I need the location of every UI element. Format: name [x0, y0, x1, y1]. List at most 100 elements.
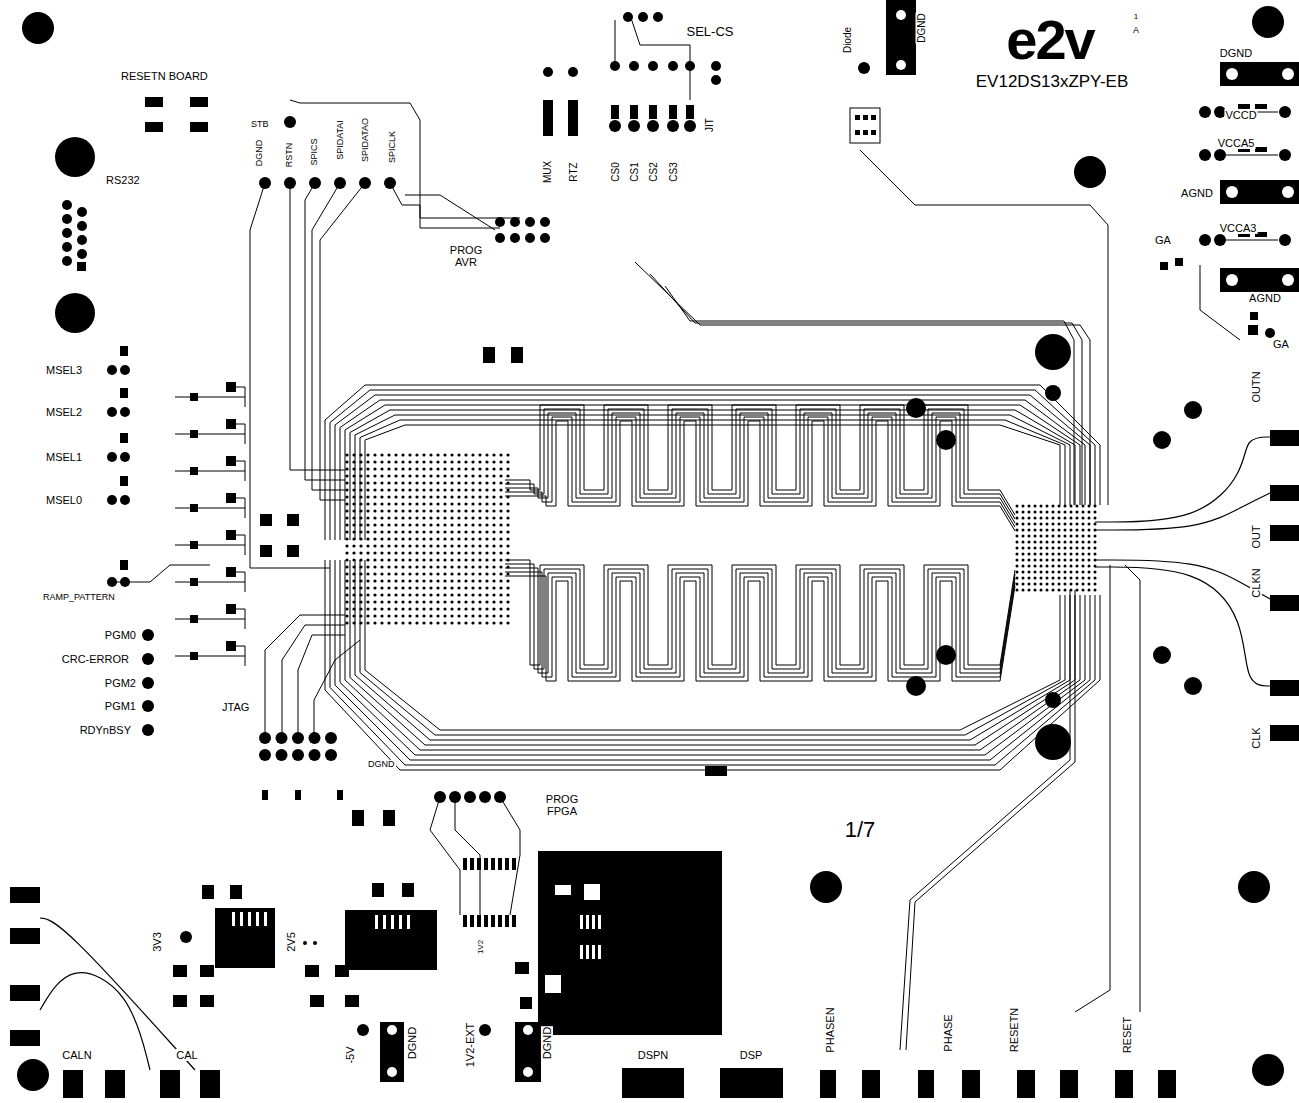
bga-ball [499, 495, 502, 498]
bga-ball [366, 614, 369, 617]
test-point [303, 941, 307, 945]
jumper [568, 100, 578, 136]
silkscreen-label: MSEL2 [45, 406, 83, 418]
bga-ball [1076, 577, 1079, 580]
silkscreen-label: GA [1272, 338, 1290, 350]
bga-ball [506, 481, 509, 484]
bga-ball [1088, 517, 1091, 520]
rail-pin [1279, 149, 1291, 161]
reset-pad [190, 122, 208, 132]
bga-ball [1040, 529, 1043, 532]
avr-pin [495, 233, 505, 243]
bga-ball [506, 488, 509, 491]
bga-ball [457, 467, 460, 470]
bga-ball [1076, 511, 1079, 514]
bga-ball [450, 558, 453, 561]
spi-trace [405, 195, 495, 230]
bga-ball [506, 537, 509, 540]
bga-ball [1028, 577, 1031, 580]
bga-ball [401, 495, 404, 498]
connector-pin [505, 858, 509, 870]
smd-pad [262, 790, 268, 800]
silkscreen-label: CRC-ERROR [61, 653, 130, 665]
bga-ball [450, 586, 453, 589]
bga-ball [443, 495, 446, 498]
module-pin [586, 915, 589, 929]
smd-pad [120, 476, 128, 486]
bga-ball [429, 516, 432, 519]
component-hole [1226, 274, 1238, 286]
bga-ball [450, 614, 453, 617]
bga-ball [450, 621, 453, 624]
bga-ball [422, 502, 425, 505]
regulator [345, 910, 437, 970]
bga-ball [499, 579, 502, 582]
bga-ball [485, 600, 488, 603]
bga-ball [1088, 505, 1091, 508]
bga-ball [450, 537, 453, 540]
silkscreen-label: 1V2-EXT [464, 1022, 476, 1069]
bga-ball [457, 558, 460, 561]
bga-ball [387, 467, 390, 470]
bga-ball [415, 572, 418, 575]
bga-ball [478, 558, 481, 561]
bga-ball [1034, 589, 1037, 592]
pad-trace [236, 646, 245, 666]
bga-ball [485, 551, 488, 554]
bga-ball [1040, 577, 1043, 580]
bga-ball [1034, 517, 1037, 520]
bga-ball [422, 551, 425, 554]
silkscreen-label: RESET [1121, 1016, 1133, 1055]
rail-pin [1214, 234, 1226, 246]
bga-ball [1022, 559, 1025, 562]
test-point [142, 677, 154, 689]
silkscreen-label: CAL [175, 1049, 198, 1061]
bga-ball [387, 579, 390, 582]
bga-ball [464, 586, 467, 589]
bga-ball [1070, 589, 1073, 592]
regulator-pin [264, 912, 267, 926]
bga-ball [1028, 517, 1031, 520]
bga-ball [471, 558, 474, 561]
bga-ball [1058, 541, 1061, 544]
silkscreen-label: CS2 [648, 161, 659, 182]
bga-ball [1088, 529, 1091, 532]
bga-ball [464, 467, 467, 470]
smd-pad [260, 514, 272, 526]
via [1153, 431, 1171, 449]
bga-ball [352, 565, 355, 568]
bga-ball [1058, 547, 1061, 550]
bga-ball [359, 600, 362, 603]
bga-ball [1082, 583, 1085, 586]
bga-ball [499, 530, 502, 533]
bga-ball [380, 481, 383, 484]
component-hole [523, 1025, 533, 1035]
bga-ball [1082, 589, 1085, 592]
sel-pin [667, 120, 679, 132]
bga-ball [457, 614, 460, 617]
module-pad [545, 975, 561, 993]
sma-pad [820, 1070, 836, 1098]
bga-ball [457, 509, 460, 512]
avr-pin [525, 233, 535, 243]
silkscreen-label: -5V [344, 1045, 356, 1064]
via [1184, 401, 1202, 419]
bga-ball [366, 572, 369, 575]
smd-pad [295, 790, 301, 800]
bga-ball [1094, 577, 1097, 580]
bga-ball [1094, 529, 1097, 532]
bga-ball [1094, 583, 1097, 586]
bga-ball [429, 593, 432, 596]
bga-ball [359, 579, 362, 582]
bga-ball [1040, 583, 1043, 586]
bga-ball [443, 593, 446, 596]
bga-ball [464, 565, 467, 568]
bga-ball [1052, 583, 1055, 586]
bga-ball [443, 516, 446, 519]
silkscreen-label: DSP [739, 1049, 764, 1061]
bga-ball [394, 593, 397, 596]
bga-ball [1088, 535, 1091, 538]
smd-pad [226, 456, 236, 466]
component-hole [387, 1067, 397, 1077]
smd-pad [1250, 312, 1258, 320]
